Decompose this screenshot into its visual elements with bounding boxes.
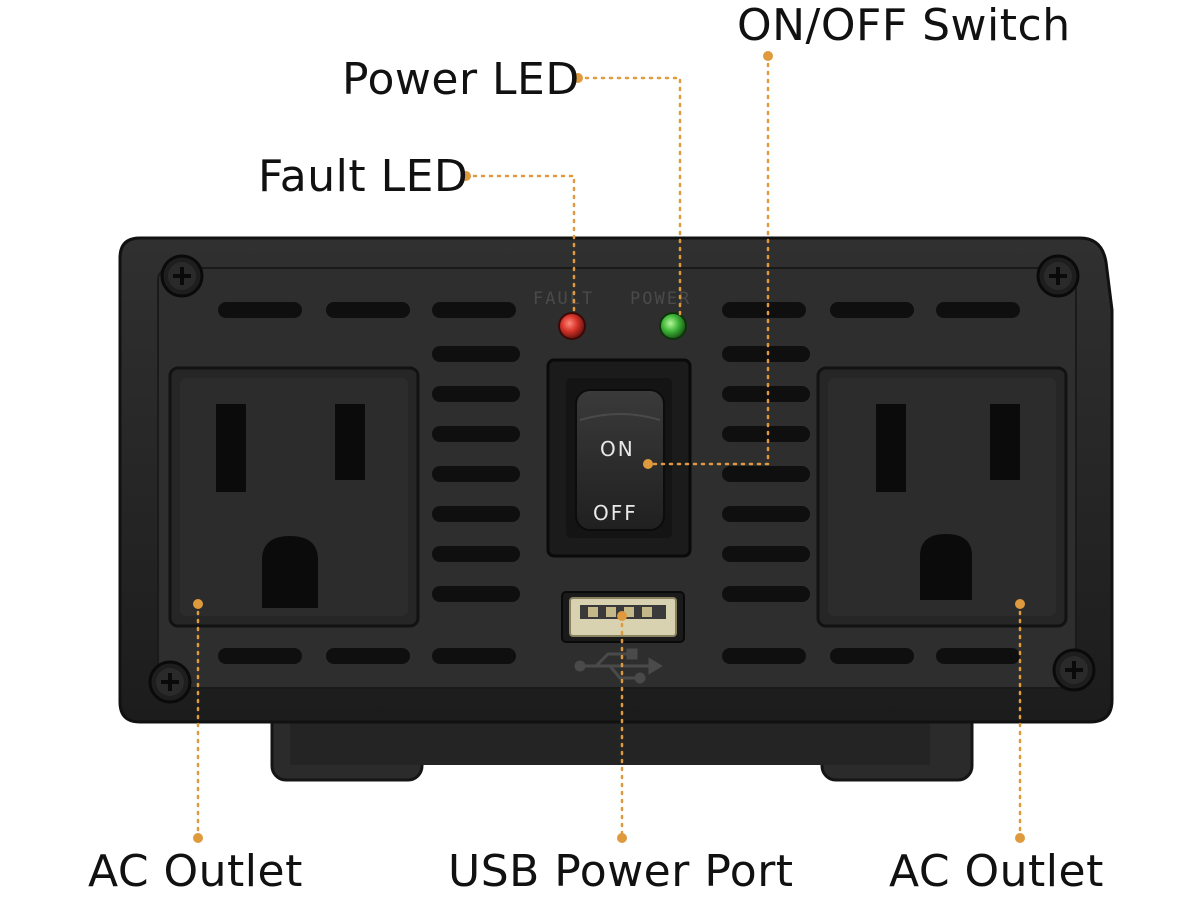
- vent-slot: [432, 302, 516, 318]
- vent-slot: [432, 648, 516, 664]
- vent-slot: [722, 648, 806, 664]
- leader-on-off-switch: [646, 54, 770, 466]
- callout-dot: [617, 611, 627, 621]
- ac-outlet-left[interactable]: [168, 366, 420, 628]
- callout-dot: [461, 171, 471, 181]
- vent-slot: [830, 302, 914, 318]
- callout-dot: [617, 833, 627, 843]
- vent-slot: [936, 302, 1020, 318]
- screw: [1036, 254, 1080, 298]
- vent-slot: [432, 386, 520, 402]
- vent-slot: [218, 302, 302, 318]
- callout-leader-lines: [196, 54, 1022, 840]
- vent-slot: [432, 346, 520, 362]
- callout-dots: [193, 51, 1025, 843]
- vent-slot: [936, 648, 1020, 664]
- leader-power-led: [576, 76, 682, 318]
- vent-slot: [432, 506, 520, 522]
- vent-slot: [432, 466, 520, 482]
- vent-slot: [722, 426, 810, 442]
- panel-print-power: POWER: [630, 289, 691, 309]
- callout-dot: [763, 51, 773, 61]
- vent-slot: [722, 466, 810, 482]
- screw: [160, 254, 204, 298]
- leader-fault-led: [464, 174, 576, 318]
- on-off-switch[interactable]: ON OFF: [546, 358, 692, 558]
- vent-slot: [432, 586, 520, 602]
- vent-slot: [722, 346, 810, 362]
- panel-print-fault: FAULT: [533, 289, 594, 309]
- callout-power-led: Power LED: [342, 54, 580, 105]
- vent-slot: [722, 586, 810, 602]
- switch-label-off: OFF: [593, 501, 638, 525]
- callout-fault-led: Fault LED: [258, 151, 469, 202]
- callout-usb-power-port: USB Power Port: [448, 846, 794, 897]
- vent-slot: [830, 648, 914, 664]
- ac-outlet-right[interactable]: [816, 366, 1068, 628]
- vent-slot: [722, 386, 810, 402]
- vent-slot: [432, 426, 520, 442]
- vent-slot: [218, 648, 302, 664]
- usb-trident-icon: [574, 648, 663, 684]
- screw: [148, 660, 192, 704]
- vent-slot: [432, 546, 520, 562]
- callout-dot: [193, 599, 203, 609]
- vent-slot: [326, 302, 410, 318]
- vent-slot: [326, 648, 410, 664]
- vent-slots: [218, 302, 1020, 664]
- vent-slot: [722, 302, 806, 318]
- switch-label-on: ON: [600, 437, 635, 461]
- vent-slot: [722, 506, 810, 522]
- callout-dot: [643, 459, 653, 469]
- callout-ac-outlet-left: AC Outlet: [88, 846, 303, 897]
- power-led: [659, 312, 687, 340]
- fault-led: [558, 312, 586, 340]
- callout-on-off-switch: ON/OFF Switch: [737, 0, 1071, 51]
- callout-dot: [573, 73, 583, 83]
- screw: [1052, 648, 1096, 692]
- callout-dot: [1015, 833, 1025, 843]
- callout-dot: [1015, 599, 1025, 609]
- vent-slot: [722, 546, 810, 562]
- callout-dot: [193, 833, 203, 843]
- corner-screws: [148, 254, 1096, 704]
- callout-ac-outlet-right: AC Outlet: [889, 846, 1104, 897]
- mounting-feet: [270, 688, 974, 782]
